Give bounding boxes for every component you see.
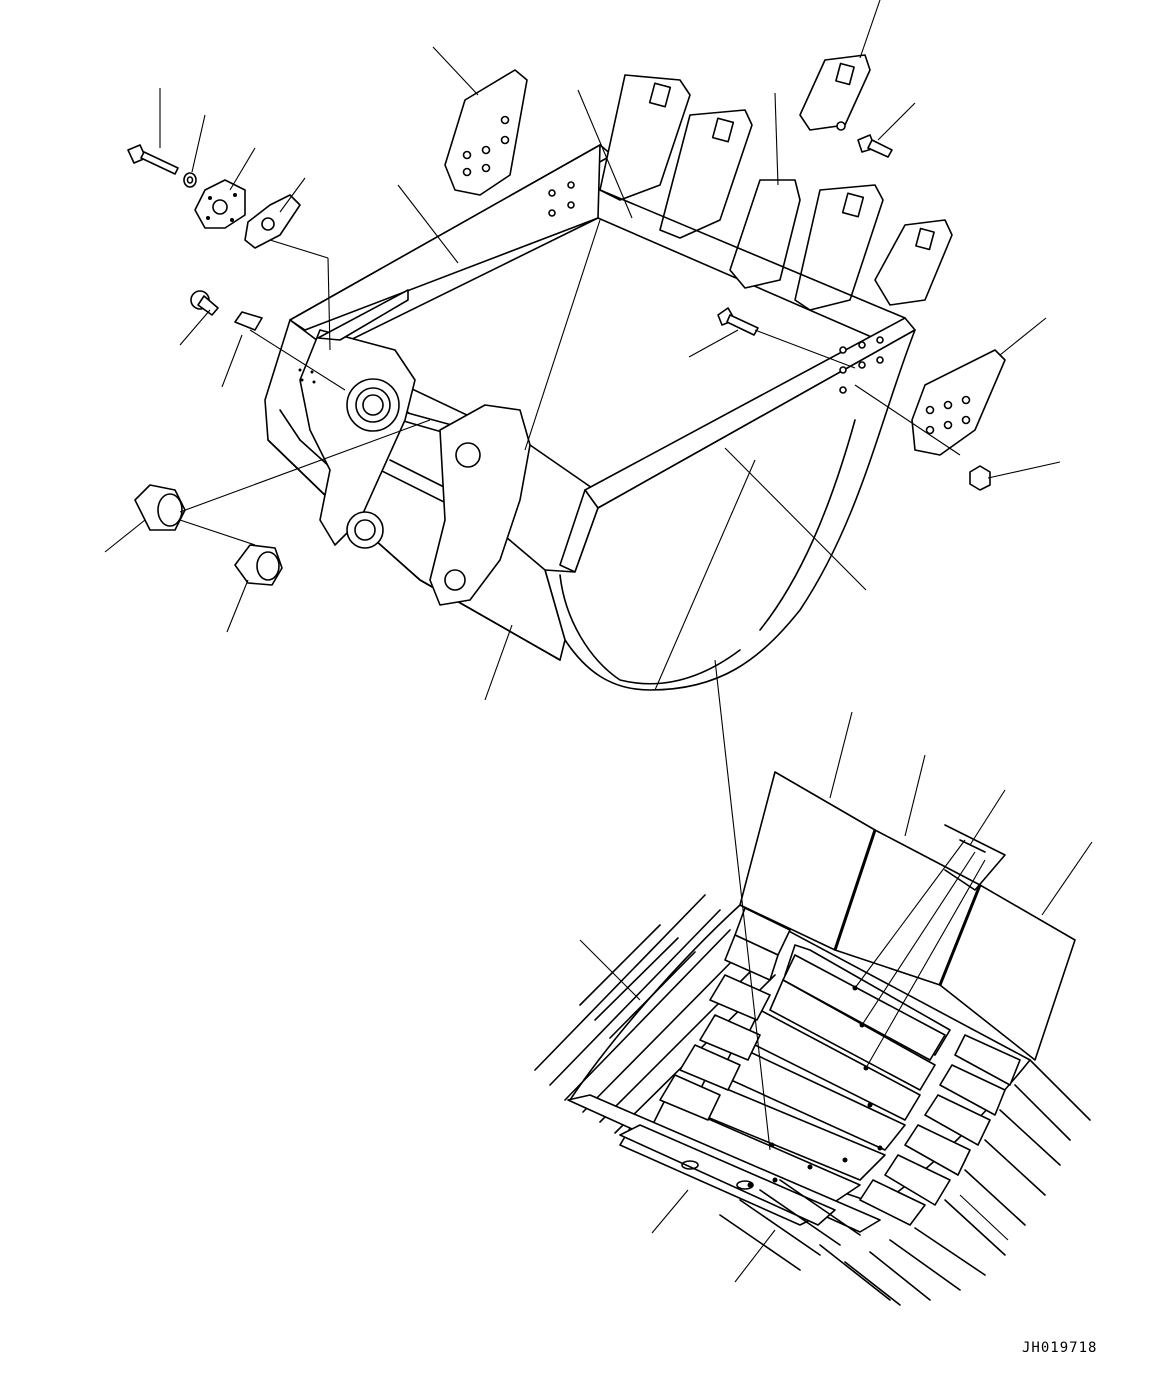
tooth-1	[599, 74, 691, 201]
side-cutter-holes-left	[548, 181, 575, 217]
wear-plate-assembly	[534, 771, 1091, 1306]
tooth-2	[659, 109, 753, 239]
bucket-teeth	[599, 54, 953, 319]
nut-icon	[969, 465, 991, 491]
tooth-5	[874, 219, 953, 306]
hardware	[127, 134, 991, 586]
tooth-4	[794, 184, 884, 311]
side-cutter-holes-right	[839, 336, 884, 394]
bushing-right-icon	[234, 544, 283, 586]
pin-icon	[190, 290, 219, 316]
bushing-left-icon	[134, 484, 186, 531]
bucket-body	[264, 144, 916, 691]
bolt-inner-icon	[717, 307, 759, 336]
washer-icon	[183, 172, 197, 188]
side-cutter-left	[444, 69, 528, 196]
spacer-icon	[234, 311, 263, 331]
bolt-icon	[127, 144, 179, 175]
lock-plate-icon	[194, 179, 246, 229]
shim-icon	[244, 194, 301, 249]
bolt-small-icon	[857, 134, 893, 158]
side-cutter-right	[911, 349, 1006, 456]
tooth-3	[729, 179, 801, 289]
drawing-reference-code: JH019718	[1022, 1340, 1097, 1356]
liner-strips-right	[819, 1059, 1091, 1306]
leader-lines	[104, 0, 1093, 1283]
tooth-loose	[799, 54, 871, 131]
